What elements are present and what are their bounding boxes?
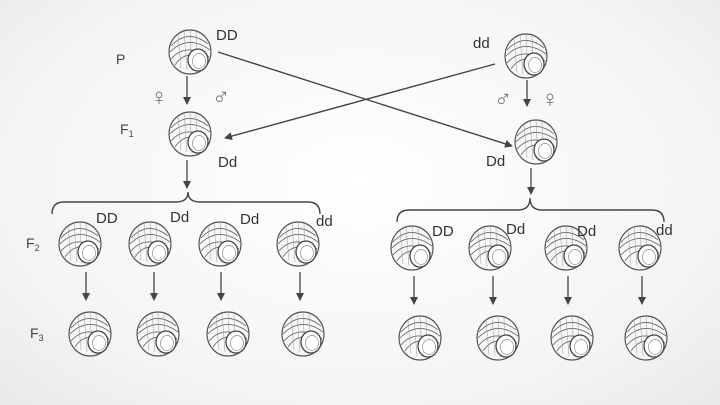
male-symbol-left-icon: ♂ bbox=[212, 86, 230, 110]
genotype-parent-right: dd bbox=[473, 36, 490, 51]
snail-f3-left-3-icon bbox=[207, 312, 249, 356]
snail-f3-left-1-icon bbox=[69, 312, 111, 356]
female-symbol-left-icon: ♀ bbox=[150, 86, 168, 110]
snail-f2-left-3-icon bbox=[199, 222, 241, 266]
snail-f2-left-4-icon bbox=[277, 222, 319, 266]
snail-f3-right-3-icon bbox=[551, 316, 593, 360]
snail-f2-right-2-icon bbox=[469, 226, 511, 270]
genotype-f2-right-3: Dd bbox=[577, 224, 596, 239]
label-generation-f2: F2 bbox=[26, 236, 40, 253]
snail-f3-right-1-icon bbox=[399, 316, 441, 360]
genotype-f2-left-1: DD bbox=[96, 211, 118, 226]
male-symbol-right-icon: ♂ bbox=[494, 88, 512, 112]
genotype-f2-left-4: dd bbox=[316, 214, 333, 229]
genotype-f2-left-2: Dd bbox=[170, 210, 189, 225]
snail-f2-left-2-icon bbox=[129, 222, 171, 266]
snail-f2-right-4-icon bbox=[619, 226, 661, 270]
genotype-f2-right-1: DD bbox=[432, 224, 454, 239]
genotype-f2-right-4: dd bbox=[656, 223, 673, 238]
snail-f2-right-1-icon bbox=[391, 226, 433, 270]
snail-f1-left-icon bbox=[169, 112, 211, 156]
snail-f3-right-4-icon bbox=[625, 316, 667, 360]
label-generation-f1: F1 bbox=[120, 122, 134, 139]
snail-f1-right-icon bbox=[515, 120, 557, 164]
genotype-f2-left-3: Dd bbox=[240, 212, 259, 227]
genotype-parent-left: DD bbox=[216, 28, 238, 43]
snail-f3-right-2-icon bbox=[477, 316, 519, 360]
genotype-f1-right: Dd bbox=[486, 154, 505, 169]
brace-right bbox=[397, 198, 664, 222]
genotype-f2-right-2: Dd bbox=[506, 222, 525, 237]
snail-f3-left-4-icon bbox=[282, 312, 324, 356]
label-generation-p: P bbox=[116, 52, 125, 66]
snail-parent-right-icon bbox=[505, 34, 547, 78]
snail-parent-left-icon bbox=[169, 30, 211, 74]
genotype-f1-left: Dd bbox=[218, 155, 237, 170]
snail-f2-left-1-icon bbox=[59, 222, 101, 266]
female-symbol-right-icon: ♀ bbox=[541, 88, 559, 112]
label-generation-f3: F3 bbox=[30, 326, 44, 343]
snail-f3-left-2-icon bbox=[137, 312, 179, 356]
